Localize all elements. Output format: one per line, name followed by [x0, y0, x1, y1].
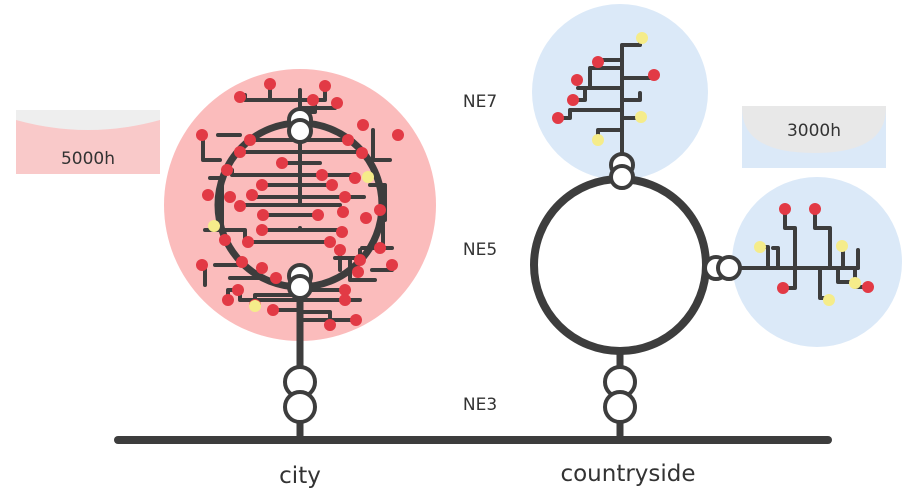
countryside-right-area	[732, 177, 902, 347]
countryside-right-prosumer-nodes	[754, 240, 861, 306]
city-label: city	[279, 463, 321, 489]
city-transformer-bottom	[287, 263, 313, 300]
countryside-hours-label: 3000h	[787, 121, 841, 141]
countryside-label: countryside	[560, 461, 695, 487]
city-hours-label: 5000h	[61, 149, 115, 169]
city-consumer-nodes	[196, 78, 404, 331]
countryside-top-prosumer-nodes	[592, 32, 648, 146]
city-section	[164, 69, 436, 440]
city-transformer-top	[287, 107, 313, 144]
countryside-right-consumer-nodes	[777, 203, 874, 294]
countryside-hours-badge: 3000h	[742, 106, 886, 168]
ne7-label: NE7	[463, 92, 497, 112]
countryside-top-consumer-nodes	[552, 56, 660, 124]
city-prosumer-nodes	[208, 171, 374, 312]
countryside-section	[530, 4, 902, 440]
ne3-label: NE3	[463, 395, 497, 415]
countryside-right-feeder	[733, 208, 870, 300]
countryside-transformer-right	[703, 255, 742, 281]
city-hours-badge: 5000h	[16, 110, 160, 174]
countryside-substation-transformer	[603, 365, 637, 424]
ne5-label: NE5	[463, 240, 497, 260]
countryside-transformer-top	[609, 152, 635, 190]
city-substation-transformer	[283, 365, 317, 424]
city-feeder-network	[201, 83, 394, 327]
countryside-ne5-ring	[530, 175, 710, 355]
